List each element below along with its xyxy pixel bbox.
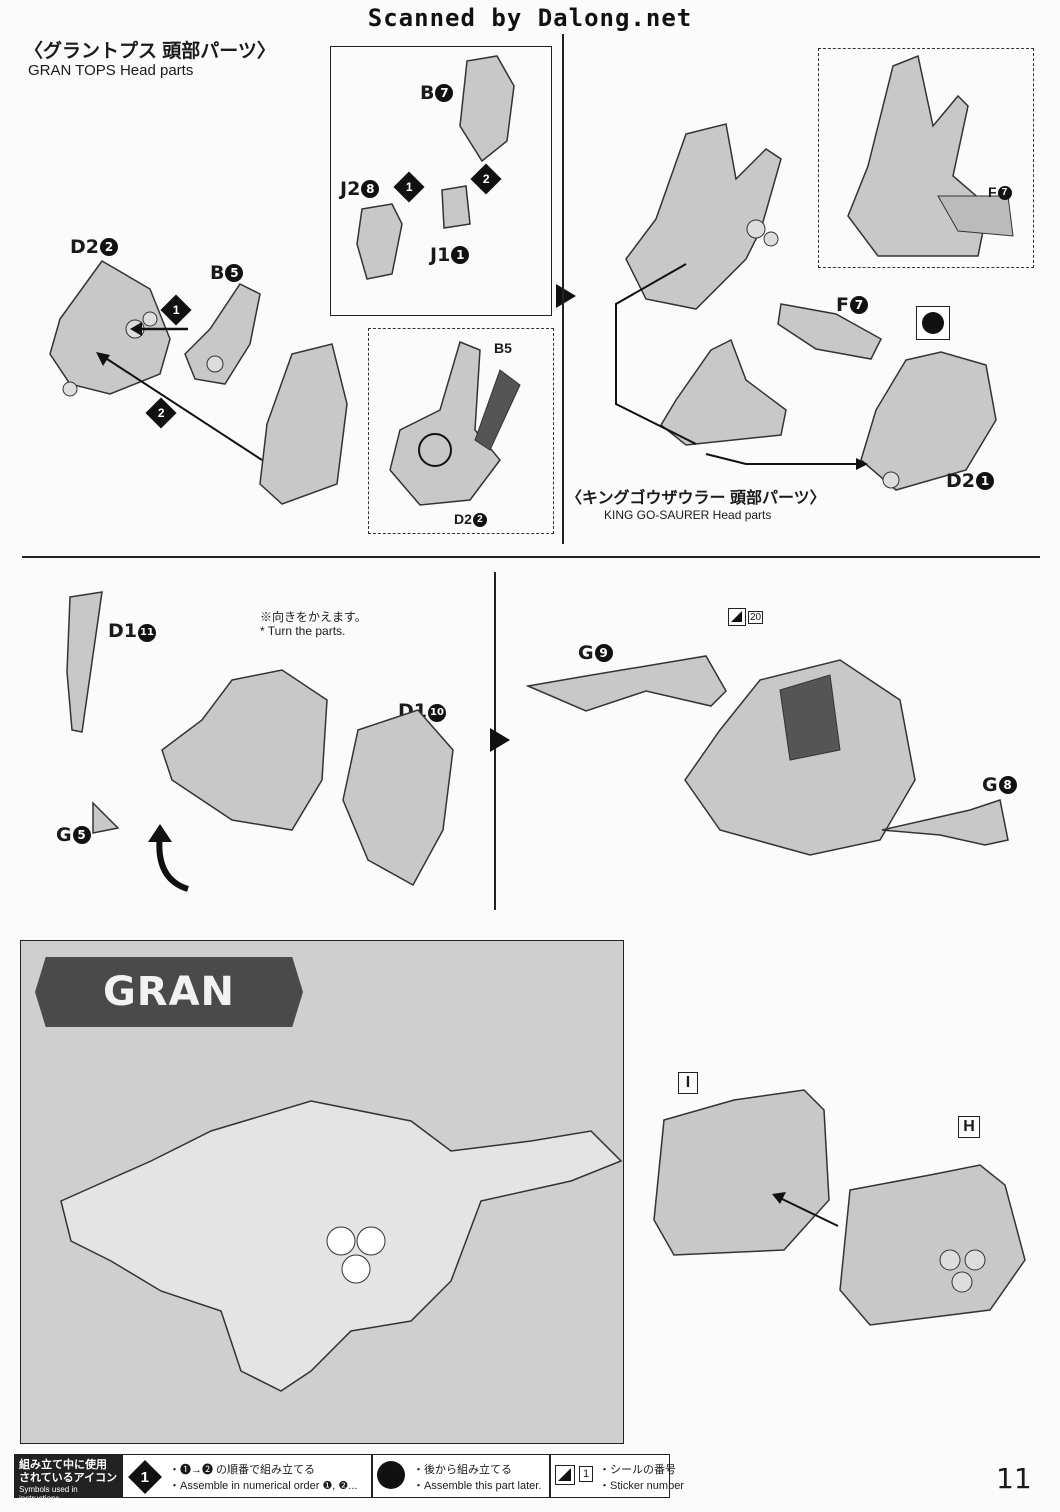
section-title-jp: 〈キングゴウザウラー 頭部パーツ〉 [566,490,826,507]
step-number-badge: 10 [428,704,446,722]
part-i-label: I [678,1072,698,1094]
step-number-badge: 1 [976,472,994,490]
inset-drawing [389,340,521,506]
part-d2-right-drawing [860,351,997,491]
step-number-badge: 5 [72,826,91,844]
legend-bar: 組み立て中に使用 されているアイコン Symbols used in instr… [14,1454,684,1503]
next-step-arrow [490,728,510,752]
legend-heading: 組み立て中に使用 されているアイコン Symbols used in instr… [15,1455,123,1503]
step-number-badge: 2 [472,513,487,527]
part-d1-11-drawing [66,591,103,733]
rotate-arrow [148,824,190,892]
step-number-badge: 7 [435,84,454,102]
part-d1-10-drawing [342,709,454,887]
assemble-later-icon [916,306,950,340]
step-number-badge: 8 [998,776,1017,794]
step-number-badge: 1 [451,246,470,264]
page-number: 11 [996,1462,1032,1495]
part-g5-drawing [92,801,120,834]
section-title-en: GRAN TOPS Head parts [28,62,194,79]
section-title-en: KING GO-SAURER Head parts [604,508,772,522]
assembly-arrow [96,352,263,461]
step-number-badge: 9 [594,644,613,662]
assemble-later-icon [377,1461,405,1489]
assembly-lines [615,263,868,470]
turn-parts-note-jp: ※向きをかえます。 [260,610,367,624]
part-d2-drawing [49,260,171,397]
part-h-label: H [958,1116,980,1138]
panel-divider [22,556,1040,558]
base-part-drawing [660,338,787,446]
sticker-indicator: 20 [728,608,764,626]
section-title-jp: 〈グラントプス 頭部パーツ〉 [24,41,276,62]
part-h-drawing [839,1164,1026,1326]
next-step-arrow [556,284,576,308]
inset-label-b5: B5 [494,340,512,356]
head-shell-drawing [259,343,348,505]
step-number-badge: 11 [138,624,156,642]
sticker-icon [555,1465,575,1485]
detail-inset [368,328,554,534]
part-i-drawing [653,1089,830,1256]
step-number-badge: 2 [100,238,118,256]
head-final-drawing [684,659,916,856]
inset-drawing [847,54,1014,257]
panel-divider [562,34,564,544]
part-b5-drawing [184,283,261,385]
part-g9-drawing [525,655,727,712]
head-assembly-drawing [625,123,782,310]
part-f7-drawing [777,303,882,360]
sticker-icon [728,608,746,626]
turn-parts-note-en: * Turn the parts. [260,624,346,638]
legend-divider [371,1455,373,1497]
step-number-badge: 5 [225,264,244,282]
assembly-arrow [772,1192,839,1227]
step-order-icon: 1 [128,1460,162,1494]
step-number-badge: 7 [997,186,1012,200]
step-number-badge: 8 [361,180,380,198]
part-j2-drawing [356,203,403,280]
part-g8-drawing [881,799,1009,846]
part-j1-drawing [441,185,471,229]
gran-tops-full-drawing [60,1100,623,1392]
step-number-badge: 7 [849,296,868,314]
panel-gran-tops-assembled: GRAN TOPS [20,940,624,1444]
assembly-arrow [130,322,188,336]
part-b7-drawing [459,55,515,163]
head-main-drawing [161,669,328,831]
scan-watermark: Scanned by Dalong.net [367,4,693,32]
detail-inset [818,48,1034,268]
gran-tops-logo: GRAN TOPS [35,957,303,1027]
legend-divider [549,1455,551,1497]
